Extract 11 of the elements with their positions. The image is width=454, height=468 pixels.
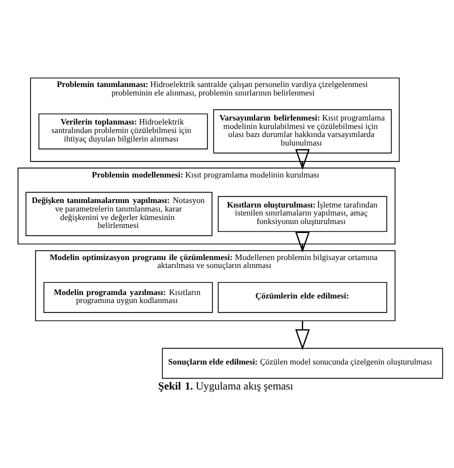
arrow bbox=[295, 320, 310, 350]
node-box: Modelin programda yazılması: Kısıtların programına uygun kodlanması bbox=[43, 282, 213, 313]
node-box: Çözümlerin elde edilmesi: bbox=[218, 282, 388, 313]
caption: Şekil 1. Uygulama akış şeması bbox=[158, 380, 294, 392]
node-box: Sonuçların elde edilmesi: Çözülen model sonucunda çizelgenin oluşturulması bbox=[162, 348, 444, 379]
arrow bbox=[295, 232, 310, 253]
node-box: Varsayımların belirlenmesi: Kısıt programlama modelinin kurulabilmesi ve çözülebilmesi için olası bazı durumlar hakkında varsayımlarda bulunulması bbox=[213, 109, 392, 154]
node-box: Kısıtların oluşturulması: İşletme tarafından istenilen sınırlamaların yapılması, amaç fonksiyonun oluşturulması bbox=[218, 196, 388, 232]
arrow bbox=[295, 149, 310, 170]
node-box: Değişken tanımlamalarının yapılması: Notasyon ve parametrelerin tanımlanması, karar değişkenini ve değerler kümesinin belirlenmesi bbox=[26, 192, 212, 236]
node-box: Verilerin toplanması: Hidroelektrik santralından problemin çözülebilmesi için ihtiyaç duyulan bilgilerin alınması bbox=[38, 113, 208, 150]
